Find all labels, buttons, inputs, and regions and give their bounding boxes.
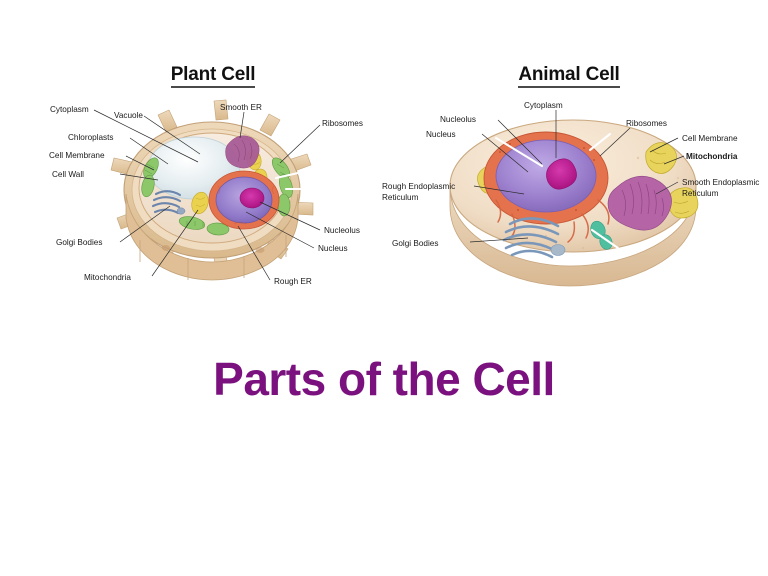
animal-cell-title: Animal Cell bbox=[378, 64, 760, 88]
nucleolus-organelle bbox=[546, 158, 577, 190]
label-nucleus: Nucleus bbox=[426, 130, 456, 139]
plant-cell-illustration: Cytoplasm Vacuole Smooth ER Ribosomes Ch… bbox=[49, 99, 363, 286]
label-chloroplasts: Chloroplasts bbox=[68, 133, 114, 142]
label-nucleus: Nucleus bbox=[318, 244, 348, 253]
nucleus-organelle bbox=[483, 131, 610, 243]
cell-wall-cutaway bbox=[125, 193, 299, 281]
golgi-organelle bbox=[502, 217, 560, 259]
animal-cell-body bbox=[449, 119, 699, 287]
plant-cell-body bbox=[110, 99, 314, 281]
animal-cell-title-text: Animal Cell bbox=[518, 64, 620, 88]
label-cell-membrane: Cell Membrane bbox=[682, 134, 738, 143]
label-smooth-er-line1: Smooth Endoplasmic bbox=[682, 178, 759, 187]
label-nucleolus: Nucleolus bbox=[324, 226, 360, 235]
label-rough-er: Rough ER bbox=[274, 277, 312, 286]
label-golgi-bodies: Golgi Bodies bbox=[56, 238, 102, 247]
golgi-organelle bbox=[151, 190, 182, 215]
label-cytoplasm: Cytoplasm bbox=[50, 105, 89, 114]
label-cell-wall: Cell Wall bbox=[52, 170, 84, 179]
nucleus-organelle bbox=[208, 170, 280, 230]
label-rough-er-line2: Reticulum bbox=[382, 193, 419, 202]
label-ribosomes: Ribosomes bbox=[322, 119, 363, 128]
label-nucleolus: Nucleolus bbox=[440, 115, 476, 124]
chloroplast-organelles bbox=[141, 157, 293, 236]
nucleolus-organelle bbox=[239, 187, 265, 209]
plant-cell-diagram: Plant Cell bbox=[48, 62, 378, 302]
label-vacuole: Vacuole bbox=[114, 111, 143, 120]
animal-cell-illustration: Cytoplasm Nucleolus Nucleus Ribosomes Ce… bbox=[382, 101, 759, 287]
animal-cell-white-leaders bbox=[494, 132, 620, 250]
label-mitochondria: Mitochondria bbox=[686, 152, 738, 161]
plant-cell-white-leaders bbox=[274, 166, 332, 191]
animal-cell-leader-lines bbox=[469, 110, 685, 243]
label-smooth-er-line2: Reticulum bbox=[682, 189, 719, 198]
smooth-er-organelle bbox=[607, 175, 672, 231]
animal-cell-diagram: Animal Cell bbox=[378, 62, 760, 292]
plant-cell-title-text: Plant Cell bbox=[170, 64, 255, 88]
label-smooth-er: Smooth ER bbox=[220, 103, 262, 112]
label-golgi-bodies: Golgi Bodies bbox=[392, 239, 438, 248]
smooth-er-organelle bbox=[225, 135, 260, 169]
label-rough-er-line1: Rough Endoplasmic bbox=[382, 182, 455, 191]
plant-cell-title: Plant Cell bbox=[48, 64, 378, 88]
label-cytoplasm: Cytoplasm bbox=[524, 101, 563, 110]
plant-cell-leader-lines bbox=[93, 109, 321, 281]
label-cell-membrane: Cell Membrane bbox=[49, 151, 105, 160]
label-mitochondria: Mitochondria bbox=[84, 273, 131, 282]
page-title: Parts of the Cell bbox=[213, 353, 555, 405]
label-ribosomes: Ribosomes bbox=[626, 119, 667, 128]
plant-cell-labels: Cytoplasm Vacuole Smooth ER Ribosomes Ch… bbox=[49, 103, 363, 286]
animal-cell-labels: Cytoplasm Nucleolus Nucleus Ribosomes Ce… bbox=[382, 101, 759, 248]
